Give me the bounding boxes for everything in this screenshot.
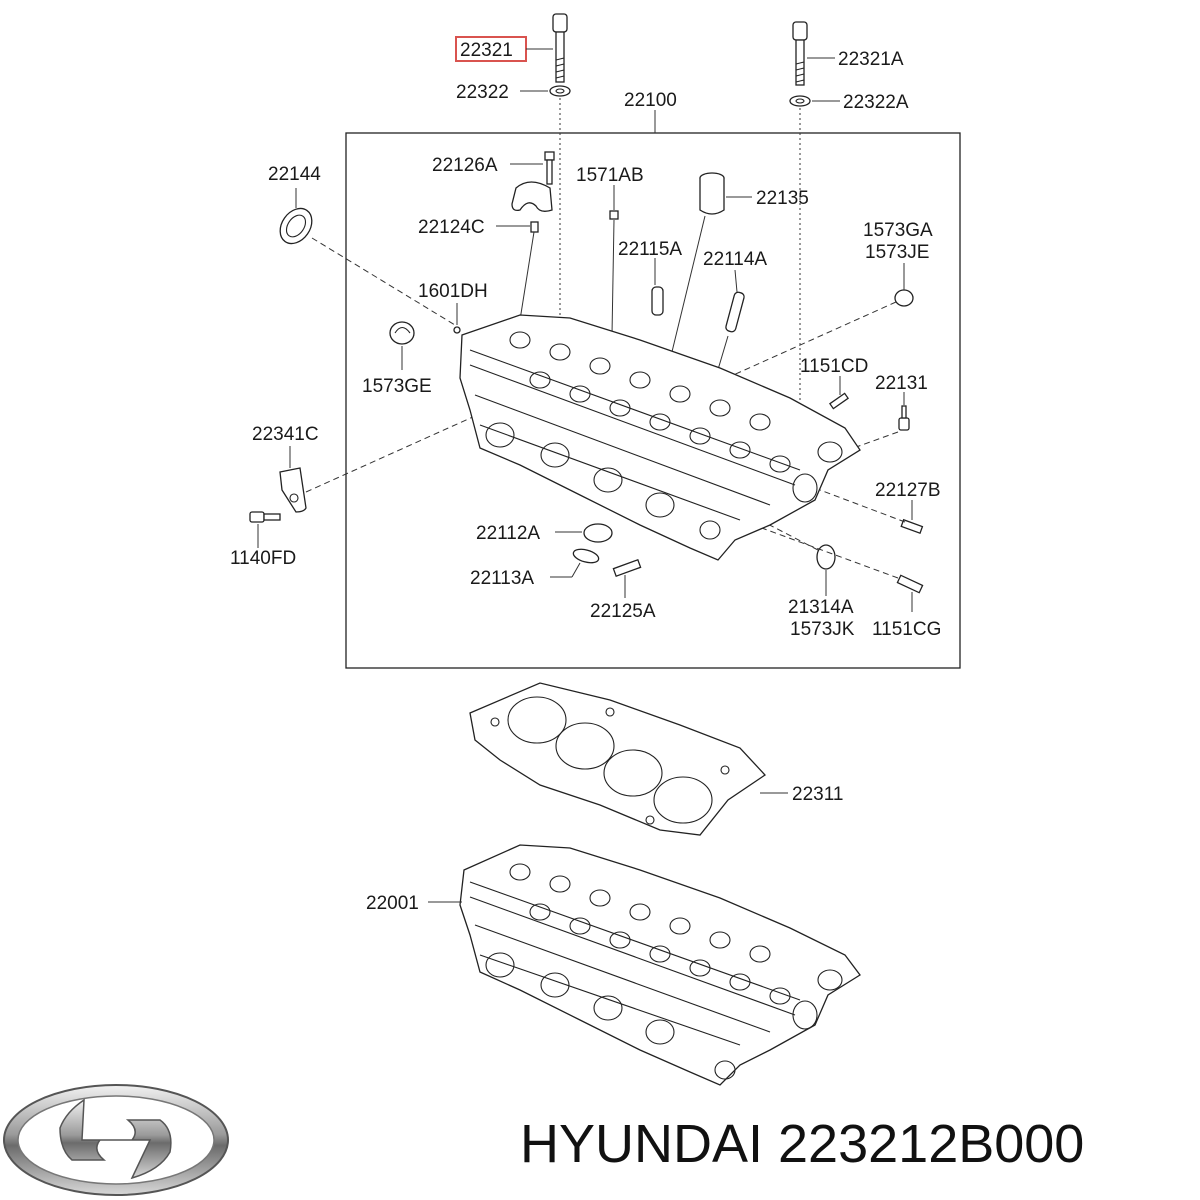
label-22001: 22001	[366, 893, 419, 914]
assembly-frame	[345, 132, 961, 669]
label-21314A: 21314A	[788, 597, 854, 618]
bolt-22321	[552, 13, 568, 83]
label-22127B: 22127B	[875, 480, 941, 501]
ring-22112A	[583, 523, 613, 543]
label-22144: 22144	[268, 164, 321, 185]
label-22321A: 22321A	[838, 49, 904, 70]
label-1573GE: 1573GE	[362, 376, 432, 397]
label-1573GA: 1573GA	[863, 220, 933, 241]
label-22115A: 22115A	[618, 239, 682, 260]
head-gasket-22311	[469, 682, 766, 836]
label-22113A: 22113A	[470, 568, 534, 589]
plug-1571AB	[609, 210, 619, 220]
label-1571AB: 1571AB	[576, 165, 644, 186]
label-22114A: 22114A	[703, 249, 767, 270]
bolt-1140FD	[249, 511, 281, 523]
stud-1151CG	[896, 574, 924, 594]
label-1601DH: 1601DH	[418, 281, 488, 302]
label-1573JE: 1573JE	[865, 242, 929, 263]
plug-1573GE	[389, 321, 415, 345]
label-22124C: 22124C	[418, 217, 485, 238]
washer-22322	[549, 85, 571, 97]
plug-1573GA	[894, 289, 914, 307]
guide-22115A	[651, 286, 664, 316]
label-22112A: 22112A	[476, 523, 540, 544]
label-22322: 22322	[456, 82, 509, 103]
bolt-22126A	[544, 151, 555, 185]
bolt-22321A	[792, 21, 808, 86]
label-22100: 22100	[624, 90, 677, 111]
stud-1151CD	[829, 392, 849, 410]
label-1151CD: 1151CD	[800, 356, 868, 377]
label-22311: 22311	[792, 784, 843, 805]
stud-22125A	[612, 558, 642, 578]
ball-1601DH	[453, 326, 461, 334]
ring-21314A	[816, 544, 836, 570]
label-22322A: 22322A	[843, 92, 909, 113]
ring-22113A	[572, 548, 600, 564]
sleeve-22135	[699, 172, 725, 215]
label-22341C: 22341C	[252, 424, 319, 445]
label-1151CG: 1151CG	[872, 619, 941, 640]
label-22131: 22131	[875, 373, 928, 394]
bolt-22131	[898, 405, 910, 431]
label-22135: 22135	[756, 188, 809, 209]
label-1573JK: 1573JK	[790, 619, 855, 640]
part-number-caption: HYUNDAI 223212B000	[520, 1114, 1084, 1174]
cylinder-head-assy-22001	[459, 844, 861, 1086]
label-22321: 22321	[460, 40, 513, 61]
bracket-22341C	[279, 467, 307, 513]
hyundai-logo	[3, 1084, 229, 1196]
label-22125A: 22125A	[590, 601, 656, 622]
cylinder-head-22100	[459, 314, 861, 561]
oil-seal-22144	[279, 207, 313, 245]
label-1140FD: 1140FD	[230, 548, 296, 569]
washer-22322A	[789, 95, 811, 107]
guide-22114A	[725, 291, 745, 333]
stud-22127B	[900, 518, 924, 535]
label-22126A: 22126A	[432, 155, 498, 176]
cap-22124C	[511, 181, 553, 233]
